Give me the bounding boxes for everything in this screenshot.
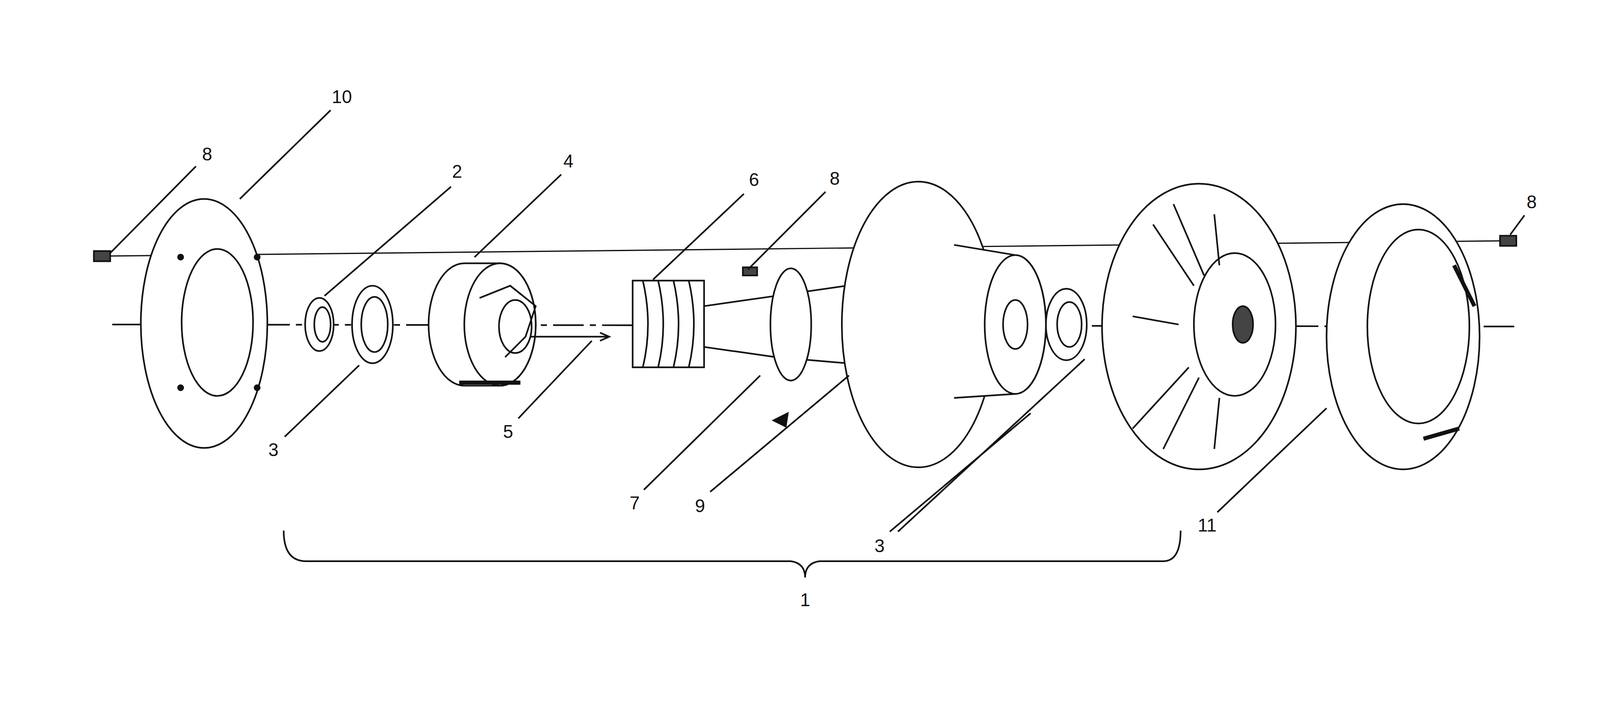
callout-number: 5 [501,421,515,442]
callout-number: 8 [827,168,842,189]
callout-number: 1 [798,589,812,610]
callout-number: 8 [1524,192,1539,212]
callout-number: 4 [561,151,575,172]
callout-number: 7 [627,493,642,513]
callout-number: 11 [1195,515,1219,536]
callout-number: 6 [747,169,761,190]
callout-number: 3 [266,439,280,460]
callout-number: 9 [693,495,707,516]
callout-number: 2 [450,161,464,182]
callout-number: 3 [872,535,886,556]
callout-number: 8 [200,144,214,165]
callout-number: 10 [330,86,354,107]
